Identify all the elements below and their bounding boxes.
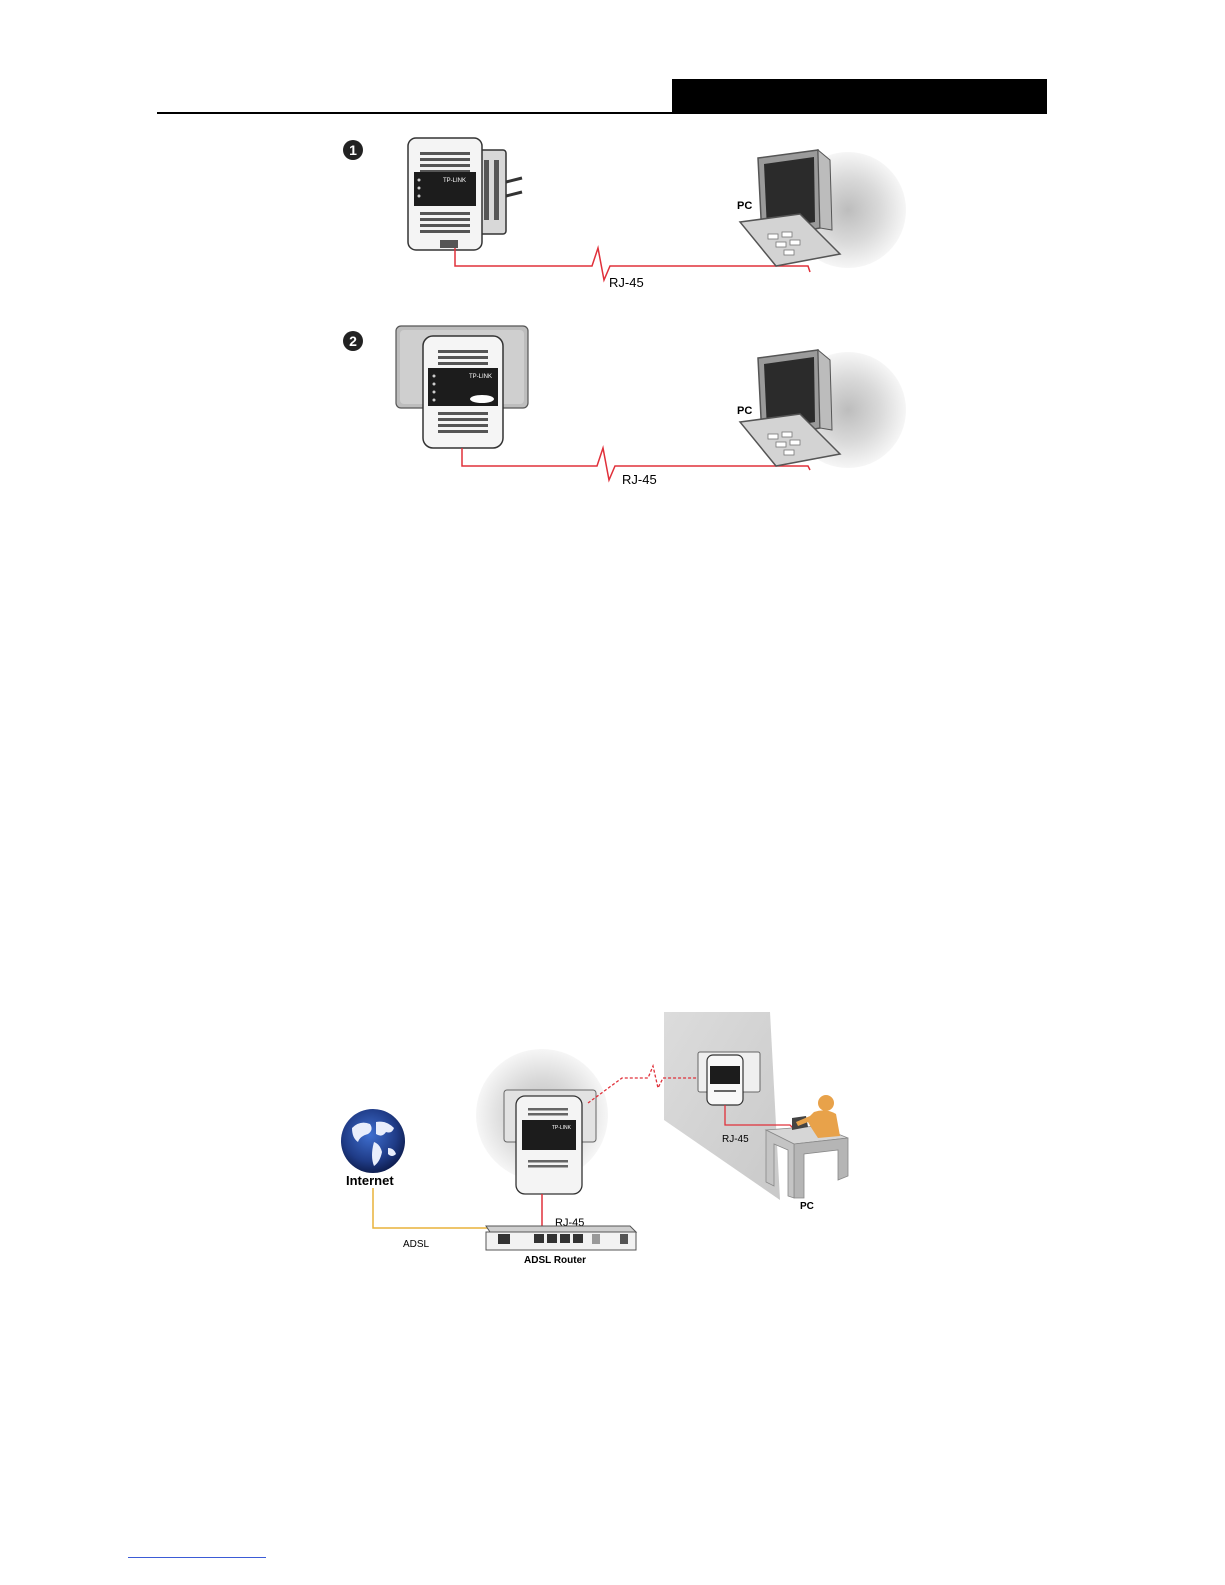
internet-globe-icon	[341, 1109, 405, 1173]
pc-icon-2	[740, 350, 906, 468]
step-2-badge: 2	[343, 331, 363, 351]
powerline-adapter-plug-icon: TP-LINK	[408, 138, 522, 250]
adsl-cable	[373, 1188, 500, 1236]
internet-label: Internet	[346, 1173, 394, 1188]
powerline-adapter-wall-icon: TP-LINK	[396, 326, 528, 448]
adsl-label: ADSL	[403, 1239, 430, 1250]
step-1-badge: 1	[343, 140, 363, 160]
adsl-router-label: ADSL Router	[524, 1255, 586, 1266]
rj45-label-1: RJ-45	[609, 275, 644, 290]
svg-text:TP-LINK: TP-LINK	[443, 178, 466, 184]
pc-label-1: PC	[737, 200, 752, 212]
rj45-label-2: RJ-45	[622, 472, 657, 487]
wall-panel	[664, 1012, 780, 1200]
svg-text:TP-LINK: TP-LINK	[469, 374, 492, 380]
pc-label-network: PC	[800, 1201, 814, 1212]
rj45-label-remote: RJ-45	[722, 1134, 749, 1145]
svg-text:1: 1	[349, 142, 357, 158]
main-powerline-adapter-icon: TP-LINK	[504, 1090, 596, 1194]
adsl-router-icon	[486, 1226, 636, 1250]
pc-label-2: PC	[737, 405, 752, 417]
svg-text:2: 2	[349, 333, 357, 349]
pc-icon-1	[740, 150, 906, 268]
svg-text:TP-LINK: TP-LINK	[552, 1125, 572, 1131]
